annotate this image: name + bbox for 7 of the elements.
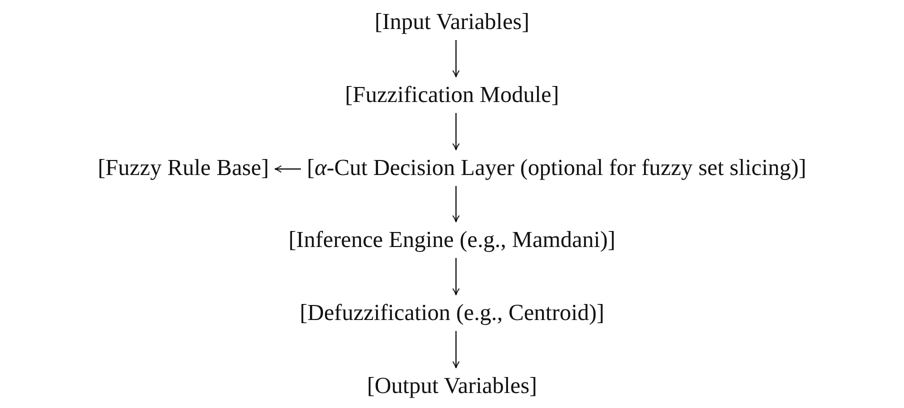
step-text: [Fuzzy Rule Base] <box>98 154 269 182</box>
step-text: [α-Cut Decision Layer (optional for fuzzy set slicing)] <box>306 154 806 182</box>
step-text: [Defuzzification (e.g., Centroid)] <box>300 299 604 327</box>
step-text: [Input Variables] <box>374 8 530 36</box>
step-text: [Output Variables] <box>366 372 538 400</box>
step-text: [Fuzzification Module] <box>345 81 559 109</box>
step-text: [Inference Engine (e.g., Mamdani)] <box>288 226 616 254</box>
